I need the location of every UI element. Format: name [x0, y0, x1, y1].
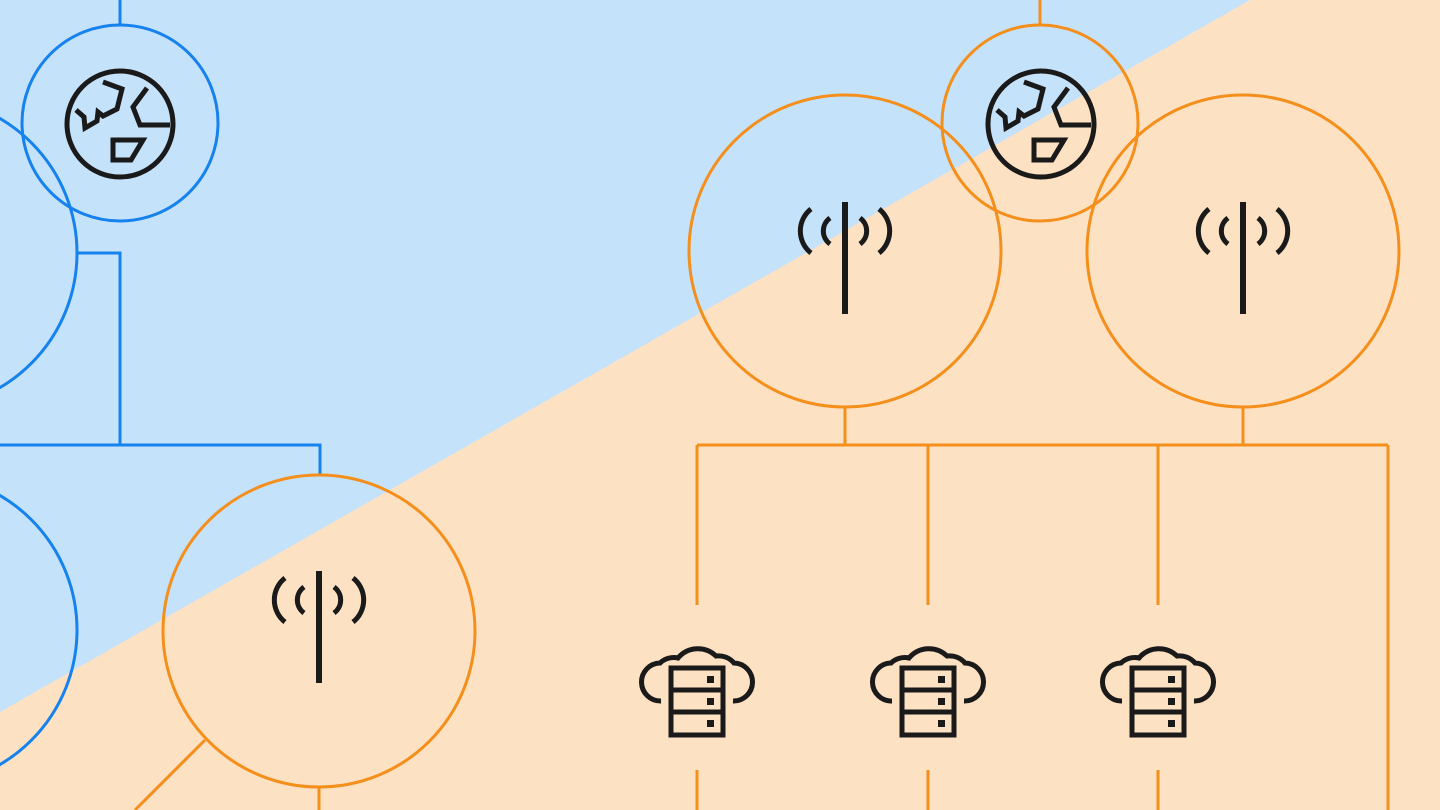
orange-network	[133, 0, 1401, 810]
globe-node-blue	[20, 23, 220, 223]
connector-line	[133, 738, 207, 810]
blue-network	[0, 0, 322, 767]
connector-line	[77, 251, 122, 445]
globe-node-orange	[940, 23, 1140, 223]
background-blue	[0, 0, 1250, 712]
hub-node-blue-lower	[0, 493, 79, 767]
connector-line	[0, 443, 322, 475]
